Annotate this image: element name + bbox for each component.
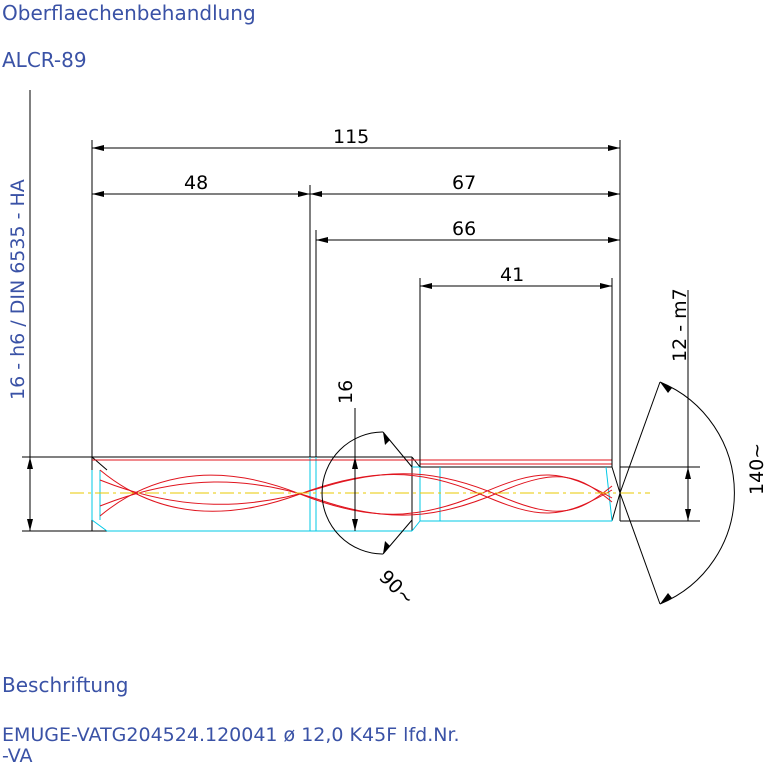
- dim-body-length: 67: [452, 172, 476, 194]
- dim-flute-length: 41: [500, 264, 524, 286]
- flute-helix: [92, 459, 613, 517]
- dim-point-angle: 140~: [746, 443, 767, 495]
- shank-standard-label: 16 - h6 / DIN 6535 - HA: [7, 179, 29, 400]
- marking-label: Beschriftung: [2, 673, 128, 697]
- dim-shank-diameter: 16: [335, 380, 357, 404]
- tool-outline: [22, 456, 621, 532]
- dim-cut-diameter: 12 - m7: [669, 288, 691, 362]
- hidden-lines: [91, 457, 613, 532]
- coating-label: ALCR-89: [2, 48, 87, 72]
- marking-line-1: EMUGE-VATG204524.120041 ø 12,0 K45F lfd.…: [2, 724, 460, 746]
- dim-total-length: 115: [333, 126, 369, 148]
- dim-neck-length: 66: [452, 218, 476, 240]
- dim-shank-length: 48: [184, 172, 208, 194]
- marking-line-2: -VA: [2, 745, 33, 767]
- dimension-lines: [27, 90, 735, 605]
- surface-treatment-label: Oberflaechenbehandlung: [2, 1, 256, 25]
- dim-chamfer-angle: 90~: [374, 566, 418, 610]
